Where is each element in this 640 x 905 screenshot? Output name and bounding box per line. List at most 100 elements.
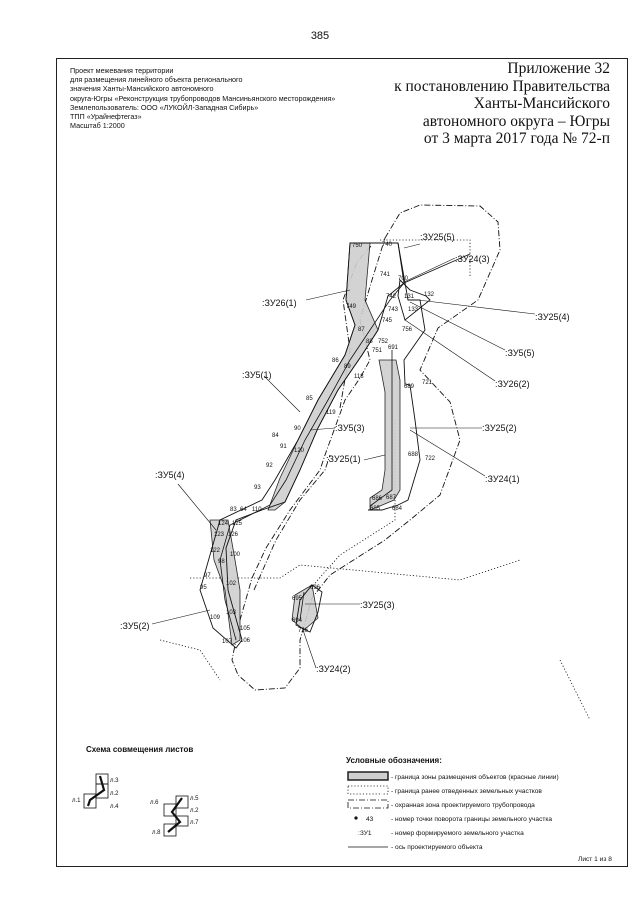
point-number: 105 (240, 626, 251, 632)
plot-label: :ЗУ25(3) (360, 600, 395, 610)
plot-label: :ЗУ25(5) (420, 232, 455, 242)
scheme-sheet-label: л.6 (150, 800, 159, 806)
point-number: 93 (254, 485, 261, 491)
point-number: 749 (346, 304, 357, 310)
leader-line (302, 629, 317, 669)
point-number: 118 (354, 374, 364, 380)
plot-label: :ЗУ25(2) (482, 423, 517, 433)
scheme-sheet-label: л.3 (110, 778, 119, 784)
point-number: 124 (218, 521, 229, 527)
appendix-header: Приложение 32 к постановлению Правительс… (360, 60, 610, 148)
boundary-points: 750 740 741 700 742 131 132 133 743 749 … (200, 242, 436, 645)
plot-label: :ЗУ26(2) (495, 379, 530, 389)
point-number: 98 (218, 559, 225, 565)
point-number: 64 (240, 507, 247, 513)
previous-plot-border (559, 659, 591, 721)
point-number: 110 (252, 507, 262, 513)
point-number: 694 (292, 618, 303, 624)
pipeline-axis-line (219, 253, 471, 641)
point-number: 740 (382, 242, 393, 248)
legend-swatch-previous-plots (347, 785, 389, 795)
placement-zone (209, 242, 401, 646)
point-number: 87 (358, 327, 365, 333)
plot-label: :ЗУ25(1) (326, 454, 361, 464)
point-number: 741 (380, 272, 391, 278)
placement-zone-band-west (209, 519, 241, 646)
leader-line (363, 454, 386, 461)
point-number: 743 (388, 307, 399, 313)
plot-labels: :ЗУ25(5) :ЗУ24(3) :ЗУ26(1) :ЗУ25(4) :ЗУ5… (120, 232, 570, 674)
previous-plots (159, 239, 591, 721)
legend-title: Условные обозначения: (346, 756, 442, 765)
point-number: 689 (404, 384, 415, 390)
point-number: 721 (422, 380, 433, 386)
point-number: 686 (372, 496, 383, 502)
zone-outline-inner-south (253, 454, 331, 591)
plot-label: :ЗУ24(1) (485, 474, 520, 484)
point-number: 695 (292, 596, 303, 602)
legend-item: - ось проектируемого объекта (391, 843, 483, 851)
point-number: 126 (228, 532, 239, 538)
legend-item: - номер формируемого земельного участка (391, 830, 524, 837)
appendix-line: от 3 марта 2017 года № 72-п (423, 130, 610, 147)
point-number: 84 (272, 433, 279, 439)
legend-item: - охранная зона проектируемого трубопров… (391, 801, 535, 809)
previous-plot-border (190, 559, 521, 581)
leader-line (404, 319, 496, 382)
point-number: 83 (230, 507, 237, 513)
plot-label: :ЗУ5(3) (335, 423, 365, 433)
point-number: 726 (298, 628, 309, 634)
plot-label: :ЗУ25(4) (535, 312, 570, 322)
appendix-line: к постановлению Правительства (394, 77, 610, 95)
parcel-outline-south (295, 584, 323, 633)
page-number: 385 (310, 30, 330, 42)
plot-label: :ЗУ5(1) (242, 370, 272, 380)
leader-line (151, 609, 211, 625)
parcel-outline-main (199, 242, 405, 649)
zone-outline-outer (231, 204, 501, 691)
plot-label: :ЗУ5(4) (155, 470, 185, 480)
legend: Условные обозначения: - граница зоны раз… (346, 756, 559, 851)
leader-line (403, 243, 421, 249)
scheme-sheet (83, 793, 97, 809)
scheme-sheet (163, 823, 177, 837)
project-info-line: для размещения линейного объекта региона… (70, 75, 243, 85)
legend-plot-sample: :ЗУ1 (358, 830, 372, 837)
leader-line (309, 427, 336, 431)
parcel-outline-node (397, 279, 431, 321)
point-number: 685 (370, 506, 381, 512)
point-number: 102 (226, 581, 237, 587)
project-info-line: Землепользователь: ООО «ЛУКОЙЛ-Западная … (70, 102, 259, 112)
leader-line (403, 257, 456, 283)
point-number: 132 (424, 292, 435, 298)
point-number: 752 (378, 339, 389, 345)
plot-label: :ЗУ5(5) (505, 348, 535, 358)
appendix-line: Ханты-Мансийского (473, 95, 610, 112)
point-number: 122 (210, 548, 221, 554)
point-number: 120 (294, 448, 305, 454)
point-number: 100 (230, 552, 241, 558)
point-number: 91 (280, 444, 287, 450)
scheme-sheet-label: л.1 (72, 798, 81, 804)
scheme-sheet-label: л.5 (190, 796, 199, 802)
point-number: 95 (200, 585, 207, 591)
project-info-line: значения Ханты-Мансийского автономного (70, 84, 214, 94)
project-info-line: округа-Югры «Реконструкция трубопроводов… (70, 93, 336, 103)
leader-line (177, 483, 217, 531)
point-number: 691 (388, 345, 399, 351)
map-scale: Масштаб 1:2000 (70, 121, 125, 131)
leader-line (263, 375, 301, 413)
point-number: 123 (214, 532, 225, 538)
point-number: 89 (344, 364, 351, 370)
map-sheet-frame (56, 58, 628, 867)
point-number: 85 (306, 396, 313, 402)
point-number: 88 (366, 339, 373, 345)
legend-item: - номер точки поворота границы земельног… (391, 816, 552, 823)
previous-plot-border (380, 239, 471, 278)
point-number: 86 (332, 358, 339, 364)
point-number: 92 (266, 463, 273, 469)
sheet-counter: Лист 1 из 8 (578, 856, 612, 863)
legend-point-dot (354, 816, 358, 820)
point-number: 700 (398, 276, 409, 282)
